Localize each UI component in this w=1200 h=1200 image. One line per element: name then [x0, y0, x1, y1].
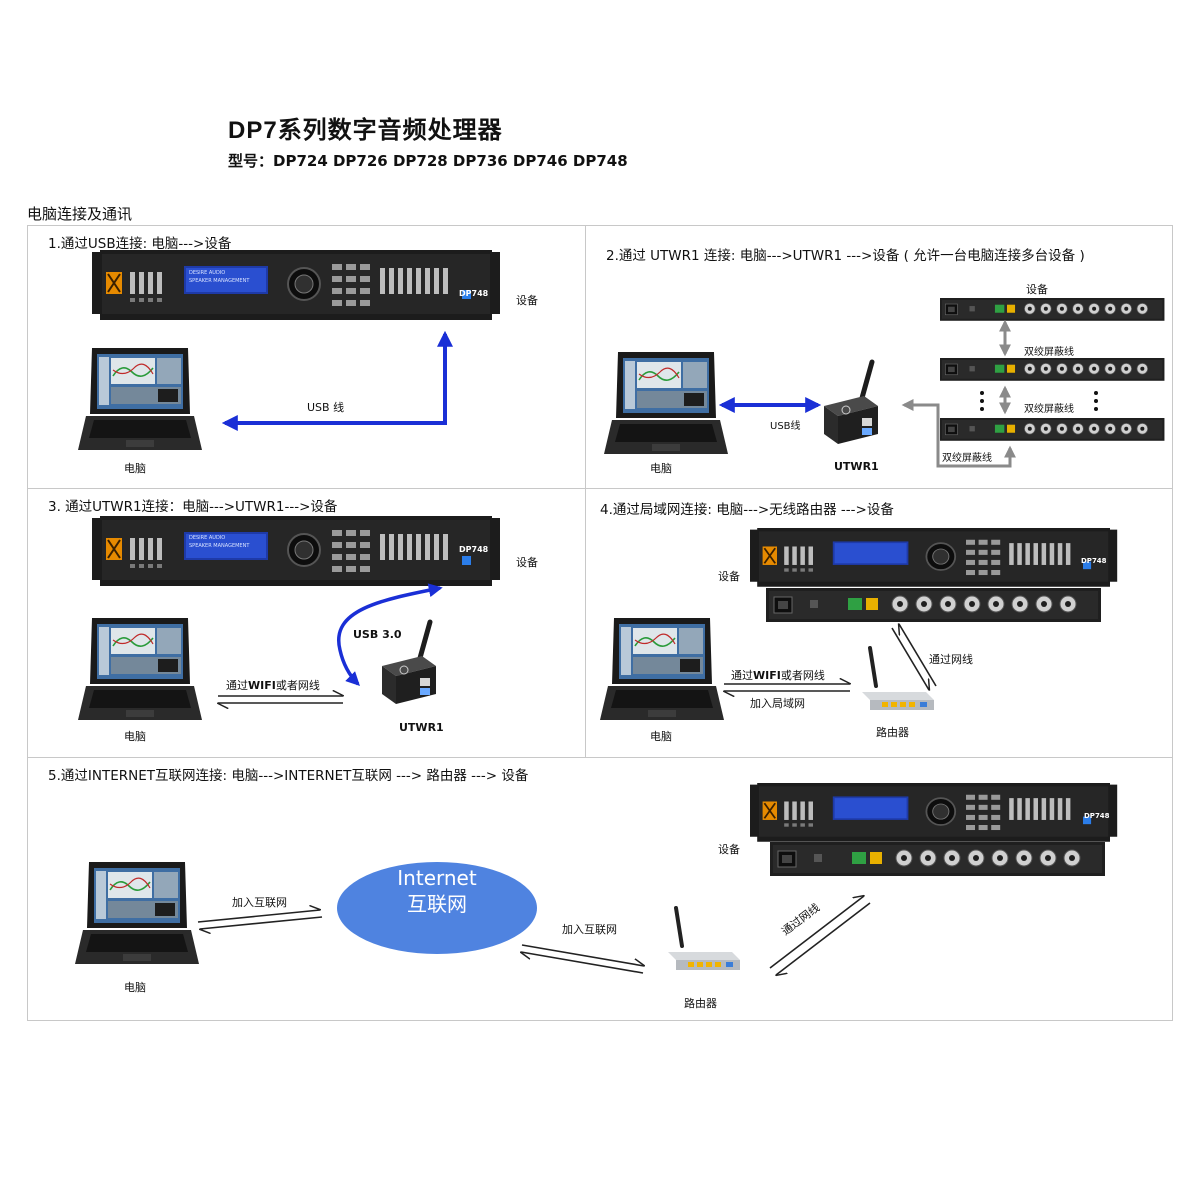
p1-device-front [91, 249, 501, 321]
internet-cloud [337, 862, 537, 954]
p4-network-label: 通过网线 [929, 653, 973, 666]
p2-laptop [603, 351, 729, 455]
p3-usb-label: USB 3.0 [353, 628, 402, 641]
p5-internet-router-arrows [521, 944, 644, 974]
p1-usb-arrow [221, 330, 453, 431]
panel-lan-title: 4.通过局域网连接: 电脑--->无线路由器 --->设备 [600, 502, 894, 518]
p1-cable-label: USB 线 [307, 401, 345, 414]
p4-router-label: 路由器 [876, 726, 909, 739]
p4-wifi-arrows [724, 684, 850, 691]
panel-usb-title: 1.通过USB连接: 电脑--->设备 [48, 236, 232, 252]
p4-device-rear [765, 587, 1102, 623]
p4-device-model: DP748 [1081, 557, 1107, 565]
p2-utwr1 [824, 362, 878, 444]
section-heading: 电脑连接及通讯 [27, 205, 133, 223]
p2-usb-label: USB线 [770, 421, 801, 432]
p1-display-line2: SPEAKER MANAGEMENT [189, 278, 250, 284]
p5-laptop [74, 861, 200, 965]
p5-device-model: DP748 [1084, 812, 1110, 820]
p5-device-front [749, 782, 1119, 843]
p3-display-line1: DESIRE AUDIO [189, 535, 226, 541]
p1-device-label: 设备 [516, 294, 538, 307]
panel-utwr1-title: 3. 通过UTWR1连接：电脑--->UTWR1--->设备 [48, 499, 338, 515]
p3-device-model: DP748 [459, 545, 489, 554]
p5-device-label: 设备 [718, 843, 740, 856]
p1-laptop [77, 347, 203, 451]
p4-laptop [599, 617, 725, 721]
internet-cloud-label: Internet 互联网 [397, 866, 477, 916]
p3-device-front [91, 515, 501, 587]
p5-computer-label: 电脑 [124, 981, 146, 994]
p1-device-model: DP748 [459, 289, 489, 298]
p3-display-line2: SPEAKER MANAGEMENT [189, 543, 250, 549]
p2-utwr-label: UTWR1 [834, 460, 879, 473]
p4-device-label: 设备 [718, 570, 740, 583]
p4-lan-label: 加入局域网 [750, 697, 805, 710]
p5-router-label: 路由器 [684, 997, 717, 1010]
p4-computer-label: 电脑 [650, 730, 672, 743]
p4-network-arrows [891, 624, 937, 690]
p4-wifi-label: 通过WIFI或者网线 [731, 669, 825, 682]
model-list: 型号：DP724 DP726 DP728 DP736 DP746 DP748 [228, 152, 628, 170]
p2-link-arrow-3 [901, 399, 1016, 468]
p2-cable-label-1: 双绞屏蔽线 [1024, 347, 1074, 358]
p2-cable-label-2: 双绞屏蔽线 [1024, 404, 1074, 415]
p3-wifi-label: 通过WIFI或者网线 [226, 679, 320, 692]
p1-computer-label: 电脑 [124, 462, 146, 475]
page-title: DP7系列数字音频处理器 [228, 116, 503, 144]
panel-utwr1-multi-title: 2.通过 UTWR1 连接: 电脑--->UTWR1 --->设备 ( 允许一台… [606, 248, 1085, 264]
p2-device-stack [939, 297, 1165, 442]
p3-laptop [77, 617, 203, 721]
p5-router [666, 906, 742, 972]
p1-display-line1: DESIRE AUDIO [189, 270, 226, 276]
p5-laptop-internet-arrows [197, 910, 323, 929]
p5-router-device-arrows [769, 896, 871, 975]
p2-device-label: 设备 [1026, 283, 1048, 296]
p5-join-internet-label-2: 加入互联网 [562, 923, 617, 936]
p2-cable-label-3: 双绞屏蔽线 [942, 453, 992, 464]
p3-computer-label: 电脑 [124, 730, 146, 743]
panel-internet-title: 5.通过INTERNET互联网连接: 电脑--->INTERNET互联网 ---… [48, 768, 529, 784]
p2-computer-label: 电脑 [650, 462, 672, 475]
p3-wifi-arrows [218, 696, 343, 703]
p3-utwr-label: UTWR1 [399, 721, 444, 734]
p3-usb-arrow [336, 583, 443, 686]
p4-device-front [749, 527, 1119, 588]
p3-device-label: 设备 [516, 556, 538, 569]
p5-device-rear [769, 841, 1106, 877]
p5-join-internet-label-1: 加入互联网 [232, 896, 287, 909]
